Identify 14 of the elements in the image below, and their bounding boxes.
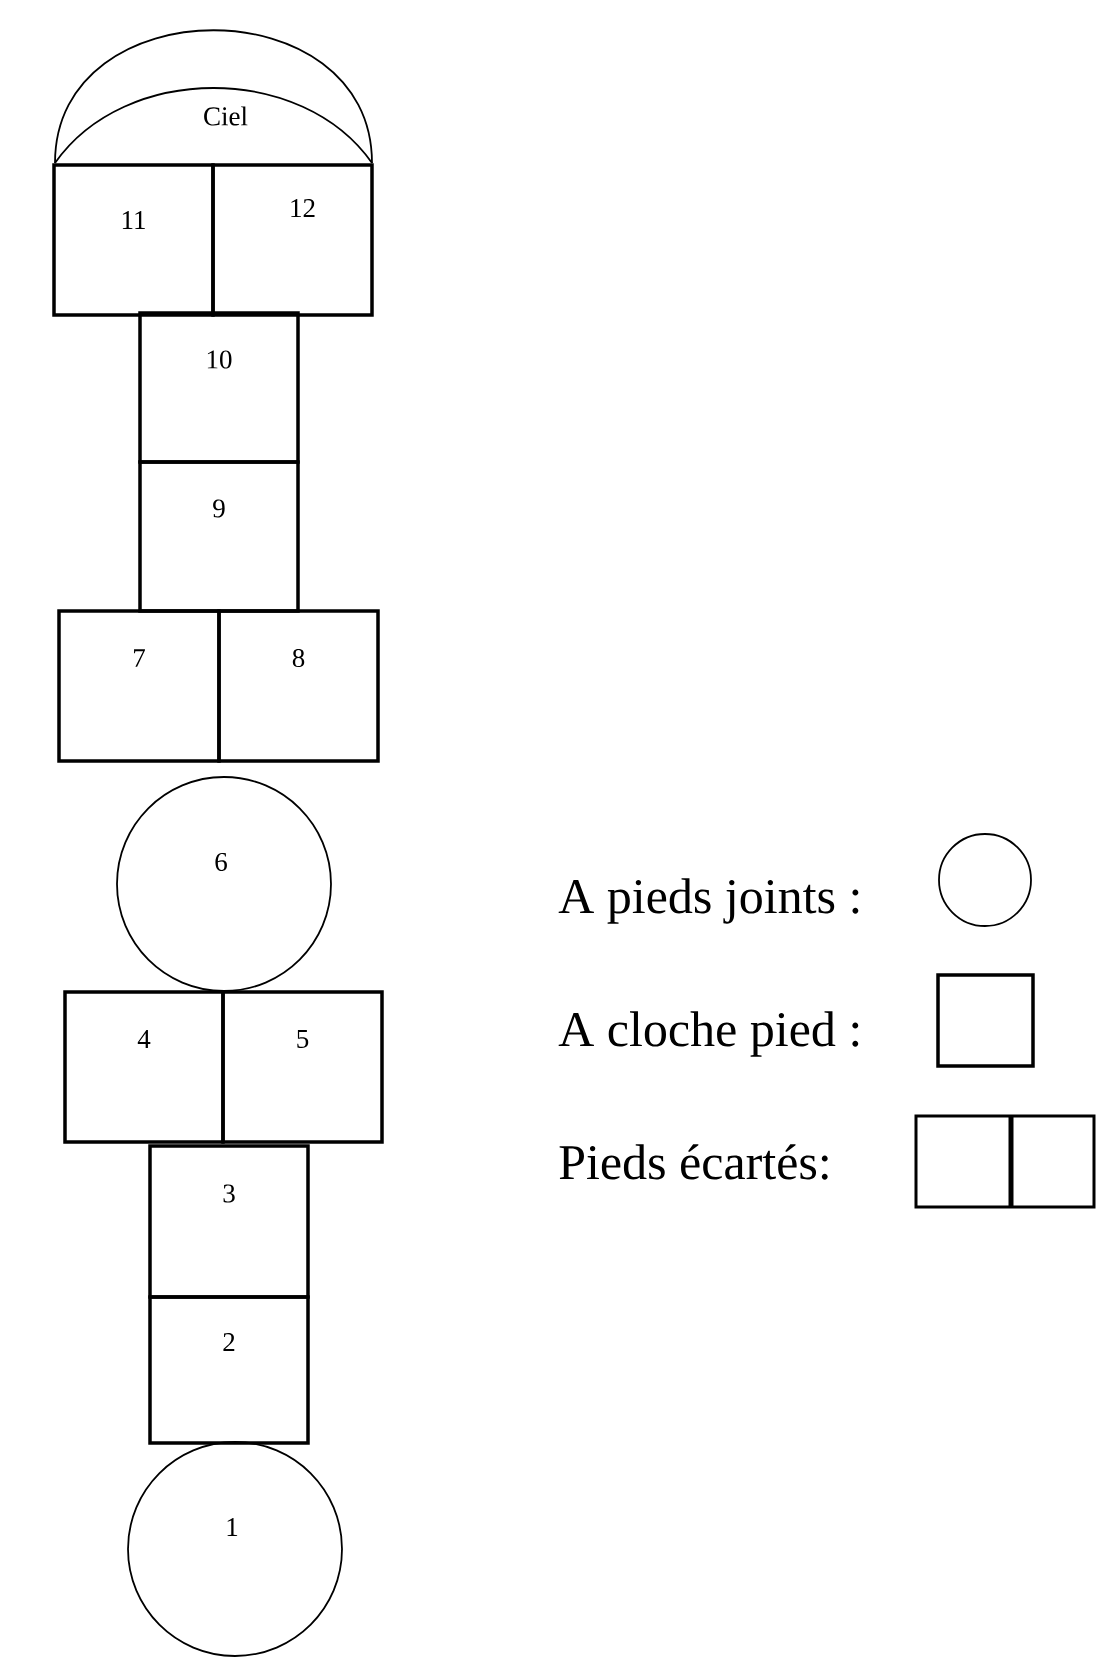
hopscotch-square: 12 [211,163,374,317]
hopscotch-square: 8 [217,609,380,763]
hopscotch-square: 10 [138,311,300,464]
legend-text: Pieds écartés: [559,1144,828,1180]
legend-text: A pieds joints : [558,878,859,924]
hopscotch-square: 9 [138,460,300,613]
hopscotch-square: 3 [148,1144,310,1299]
hopscotch-square: 4 [63,990,225,1144]
sky-dome: Ciel [54,29,373,164]
legend-text: A cloche pied : [558,1011,859,1057]
hopscotch-square: 5 [221,990,384,1144]
hopscotch-square: 7 [57,609,221,763]
hopscotch-square: 2 [148,1295,310,1445]
hopscotch-square: 11 [52,163,215,317]
